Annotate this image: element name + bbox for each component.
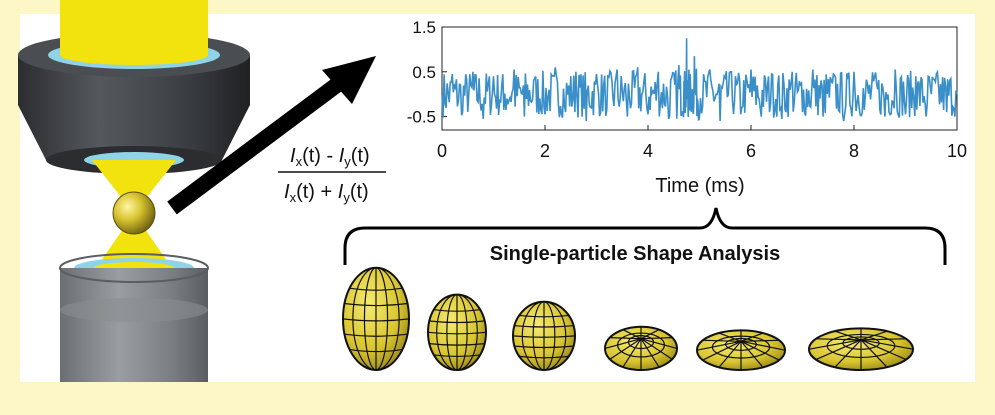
particle-oblate: [696, 329, 786, 372]
particle-prolate: [427, 293, 487, 371]
gold-nanoparticle: [112, 191, 156, 235]
analysis-bracket: [343, 207, 947, 265]
x-tick-label: 2: [540, 141, 550, 161]
laser-cone-bottom: [96, 222, 172, 268]
particle-oblate: [604, 325, 678, 371]
x-axis-label: Time (ms): [655, 175, 744, 197]
particle-oblate: [808, 327, 914, 372]
x-tick-label: 6: [746, 141, 756, 161]
particle-prolate: [342, 266, 410, 372]
x-axis: 0 2 4 6 8 10: [437, 125, 967, 161]
anisotropy-time-trace-chart: 1.5 0.5 -0.5 0 2 4 6 8 10 Time (ms): [407, 18, 967, 197]
y-tick-label: -0.5: [407, 108, 436, 127]
series-line: [441, 38, 958, 122]
x-tick-label: 0: [437, 141, 447, 161]
microscope-illustration: [18, 0, 250, 382]
lower-objective: [59, 253, 209, 382]
signal-arrow: [167, 56, 376, 215]
x-tick-label: 4: [643, 141, 653, 161]
laser-cone-top: [92, 160, 176, 206]
x-tick-label: 10: [947, 141, 967, 161]
particle-sphere: [512, 300, 576, 371]
bracket-title: Single-particle Shape Analysis: [490, 243, 780, 265]
formula-denominator: Ix(t) + Iy(t): [284, 181, 369, 205]
polarization-formula: Ix(t) - Iy(t) Ix(t) + Iy(t): [278, 145, 386, 205]
y-tick-label: 1.5: [412, 18, 436, 37]
particle-shape-row: [342, 266, 914, 372]
y-tick-label: 0.5: [412, 63, 436, 82]
y-axis: 1.5 0.5 -0.5: [407, 18, 447, 127]
x-tick-label: 8: [849, 141, 859, 161]
formula-numerator: Ix(t) - Iy(t): [290, 145, 370, 169]
